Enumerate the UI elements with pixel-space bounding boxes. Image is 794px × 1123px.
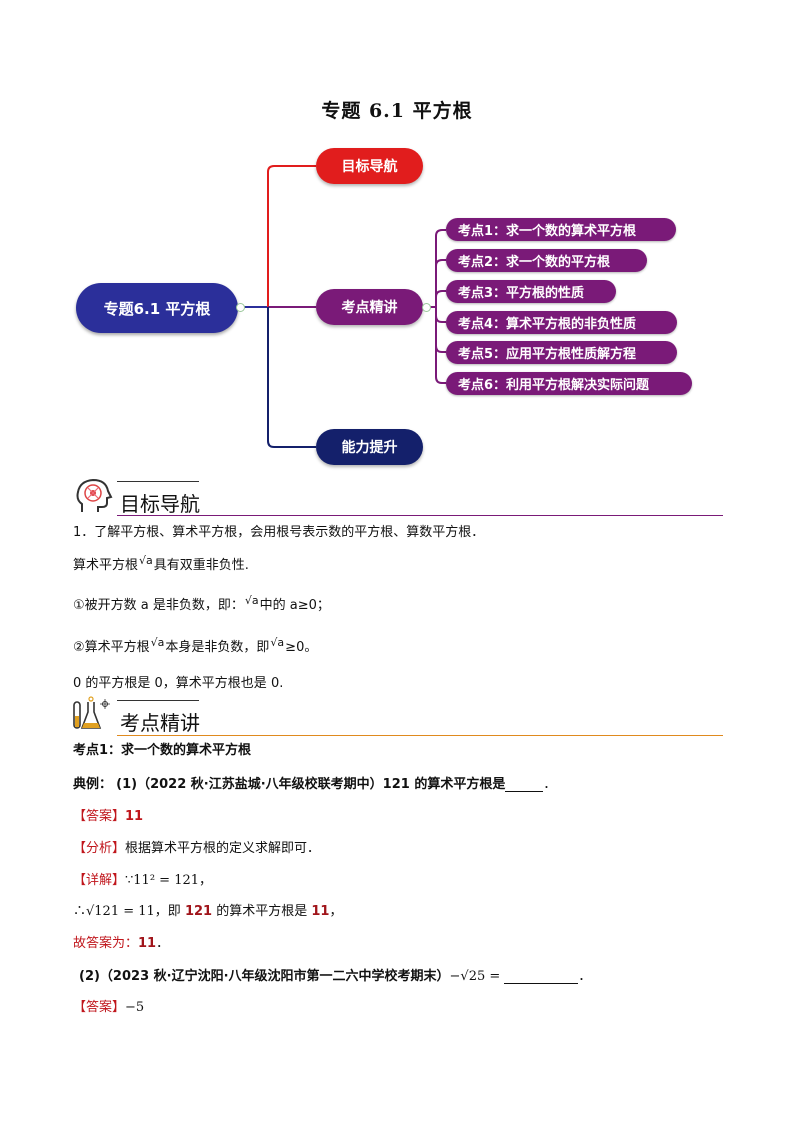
line2-post: 具有双重非负性.	[153, 558, 249, 573]
section1-line1: 1．了解平方根、算术平方根，会用根号表示数的平方根、算数平方根．	[73, 525, 485, 540]
line3-pre: ①被开方数 a 是非负数，即：	[73, 598, 244, 613]
section1-top-line	[117, 481, 199, 482]
topic-1-heading: 考点1：求一个数的算术平方根	[73, 743, 252, 758]
sqrt-a-symbol: √a	[150, 636, 165, 649]
detail-2-end: ，	[329, 904, 343, 919]
answer-2: 【答案】−5	[73, 996, 144, 1015]
branch-key-points: 考点精讲	[316, 289, 423, 325]
detail-3-end: ．	[156, 936, 170, 951]
detail-3-pre: 故答案为：	[73, 936, 139, 951]
sqrt-a-symbol: √a	[244, 594, 259, 607]
detail-label: 【详解】	[73, 873, 126, 888]
example-label: 典例：	[73, 777, 113, 792]
section1-underline	[117, 515, 723, 516]
section2-underline	[117, 735, 723, 736]
leaf-topic-4: 考点4：算术平方根的非负性质	[446, 311, 677, 334]
section1-line2: 算术平方根√a具有双重非负性.	[73, 554, 249, 573]
example-1-end: ．	[543, 777, 557, 792]
detail-1-line1: 【详解】∵11² = 121，	[73, 869, 212, 888]
answer-1: 【答案】11	[73, 805, 143, 824]
line4-pre: ②算术平方根	[73, 640, 150, 655]
answer-1-value: 11	[125, 809, 144, 824]
head-brain-icon	[76, 478, 113, 512]
branch-connector-dot	[422, 303, 431, 312]
example-2-end: ．	[578, 969, 592, 984]
sqrt-a-symbol: √a	[270, 636, 285, 649]
example-2: (2)（2023 秋·辽宁沈阳·八年级沈阳市第一二六中学校考期末）−√25 = …	[79, 965, 591, 984]
root-connector-dot	[236, 303, 245, 312]
leaf-topic-6: 考点6：利用平方根解决实际问题	[446, 372, 692, 395]
line3-post: 中的 a≥0；	[259, 598, 330, 613]
sqrt-a-symbol: √a	[139, 554, 153, 567]
branch-goal-nav: 目标导航	[316, 148, 423, 184]
line4-post: ≥0。	[285, 640, 318, 655]
mindmap-root: 专题6.1 平方根	[76, 283, 238, 333]
answer-label: 【答案】	[73, 809, 126, 824]
section2-top-line	[117, 700, 199, 701]
example-2-expr: −√25 =	[449, 969, 501, 984]
leaf-topic-1: 考点1：求一个数的算术平方根	[446, 218, 676, 241]
leaf-topic-2: 考点2：求一个数的平方根	[446, 249, 647, 272]
section1-line3: ①被开方数 a 是非负数，即：√a中的 a≥0；	[73, 594, 330, 613]
example-2-text: (2)（2023 秋·辽宁沈阳·八年级沈阳市第一二六中学校考期末）	[79, 969, 450, 984]
answer-label: 【答案】	[73, 1000, 126, 1015]
branch-ability: 能力提升	[316, 429, 423, 465]
section1-line5: 0 的平方根是 0，算术平方根也是 0.	[73, 676, 284, 691]
detail-2-mid: 的算术平方根是	[212, 904, 312, 919]
answer-blank	[504, 971, 579, 984]
example-1: 典例： (1)（2022 秋·江苏盐城·八年级校联考期中）121 的算术平方根是…	[73, 773, 556, 792]
detail-2-val: 11	[311, 904, 330, 919]
detail-2-num: 121	[184, 904, 213, 919]
detail-1-line3: 故答案为：11．	[73, 932, 169, 951]
line2-pre: 算术平方根	[73, 558, 139, 573]
detail-2-pre: ∴√121 = 11，即	[73, 904, 185, 919]
example-1-text: (1)（2022 秋·江苏盐城·八年级校联考期中）121 的算术平方根是	[116, 777, 506, 792]
analysis-label: 【分析】	[73, 841, 126, 856]
analysis-1-text: 根据算术平方根的定义求解即可．	[125, 841, 321, 856]
section1-line4: ②算术平方根√a本身是非负数，即√a≥0。	[73, 636, 317, 655]
section1-heading: 目标导航	[120, 492, 200, 516]
answer-blank	[505, 779, 544, 792]
section2-heading: 考点精讲	[120, 711, 200, 735]
line4-mid: 本身是非负数，即	[165, 640, 270, 655]
detail-1-line2: ∴√121 = 11，即 121 的算术平方根是 11，	[73, 900, 342, 919]
mindmap-connectors	[238, 165, 446, 448]
answer-2-value: −5	[125, 1000, 145, 1015]
page-title: 专题 6.1 平方根	[321, 100, 473, 122]
detail-3-val: 11	[138, 936, 157, 951]
analysis-1: 【分析】根据算术平方根的定义求解即可．	[73, 837, 320, 856]
leaf-topic-5: 考点5：应用平方根性质解方程	[446, 341, 677, 364]
leaf-topic-3: 考点3：平方根的性质	[446, 280, 616, 303]
lab-flask-icon	[73, 696, 110, 729]
detail-1-eq: ∵11² = 121，	[125, 873, 213, 888]
